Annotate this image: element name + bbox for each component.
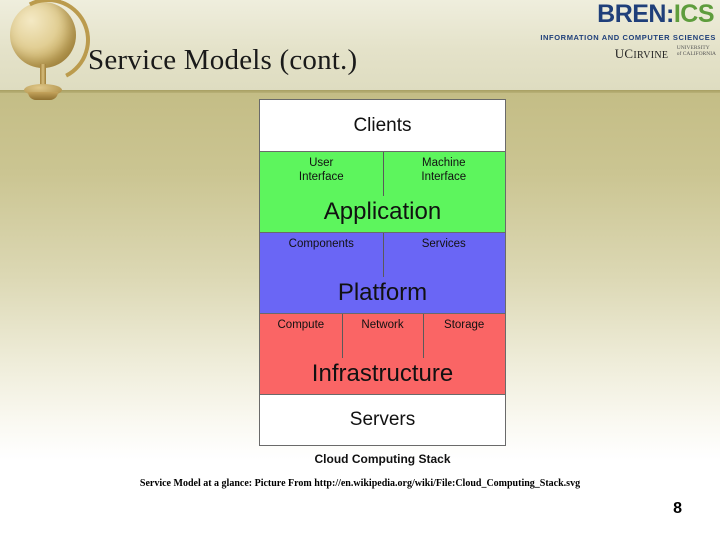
application-column-machine-interface: Machine Interface	[382, 152, 506, 196]
logo-uc-text: UC	[614, 46, 634, 61]
application-col1-line2: Interface	[421, 171, 467, 184]
application-columns: User Interface Machine Interface	[260, 152, 505, 196]
infrastructure-layer-title: Infrastructure	[311, 360, 454, 387]
logo-ics-text: ICS	[673, 0, 715, 28]
stack-layer-infrastructure: Compute Network Storage Infrastructure	[259, 313, 506, 394]
stack-row-servers: Servers	[259, 394, 506, 446]
application-column-user-interface: User Interface	[260, 156, 383, 185]
logo-university-row: UCIRVINE UNIVERSITY of CALIFORNIA	[615, 45, 716, 62]
background-header-band	[0, 0, 720, 92]
source-credit: Service Model at a glance: Picture From …	[139, 478, 581, 489]
application-col1-line1: Machine	[422, 157, 466, 169]
globe-foot	[28, 92, 58, 100]
page-number: 8	[673, 500, 682, 517]
infrastructure-column-network: Network	[341, 313, 424, 360]
servers-label: Servers	[349, 409, 416, 430]
stack-row-clients: Clients	[259, 99, 506, 151]
application-col0-line1: User	[309, 157, 334, 169]
infrastructure-col0-line1: Compute	[277, 319, 325, 331]
logo-colon-text: :	[665, 0, 674, 28]
application-layer-title: Application	[323, 198, 442, 225]
globe-sphere	[10, 2, 76, 68]
stack-layer-platform: Components Services Platform	[259, 232, 506, 313]
infrastructure-column-compute: Compute	[260, 318, 342, 332]
logo-irvine-text: IRVINE	[633, 50, 669, 61]
logo-tagline-line1: UNIVERSITY	[676, 45, 710, 52]
logo-tagline-line2: of CALIFORNIA	[676, 51, 716, 57]
platform-col1-line1: Services	[421, 238, 466, 250]
globe-icon	[0, 0, 101, 114]
infrastructure-col1-line1: Network	[361, 319, 404, 331]
application-col0-line2: Interface	[298, 171, 344, 184]
logo-tagline: UNIVERSITY of CALIFORNIA	[676, 45, 716, 58]
globe-stem	[40, 64, 46, 86]
stack-layer-application: User Interface Machine Interface Applica…	[259, 151, 506, 232]
infrastructure-columns: Compute Network Storage	[260, 313, 505, 360]
logo-bren-text: BREN	[597, 0, 666, 28]
header-divider-rule	[0, 90, 720, 93]
logo-wordmark: BREN:ICS	[500, 2, 714, 27]
diagram-caption: Cloud Computing Stack	[314, 452, 451, 466]
platform-col0-line1: Components	[288, 238, 354, 250]
clients-label: Clients	[353, 114, 412, 136]
platform-column-components: Components	[260, 237, 383, 251]
bren-ics-logo: BREN:ICS INFORMATION AND COMPUTER SCIENC…	[500, 2, 716, 62]
platform-layer-title: Platform	[337, 279, 428, 306]
globe-meridian-ring	[0, 0, 101, 93]
background-footer-band	[0, 460, 720, 540]
infrastructure-column-storage: Storage	[423, 313, 505, 360]
page-title: Service Models (cont.)	[88, 44, 358, 76]
logo-university-text: UCIRVINE	[615, 46, 669, 61]
platform-column-services: Services	[382, 232, 506, 279]
infrastructure-col2-line1: Storage	[444, 319, 485, 331]
platform-columns: Components Services	[260, 232, 506, 279]
cloud-computing-stack-diagram: Clients User Interface Machine Interface…	[259, 99, 506, 466]
logo-subtitle: INFORMATION AND COMPUTER SCIENCES	[540, 33, 716, 42]
